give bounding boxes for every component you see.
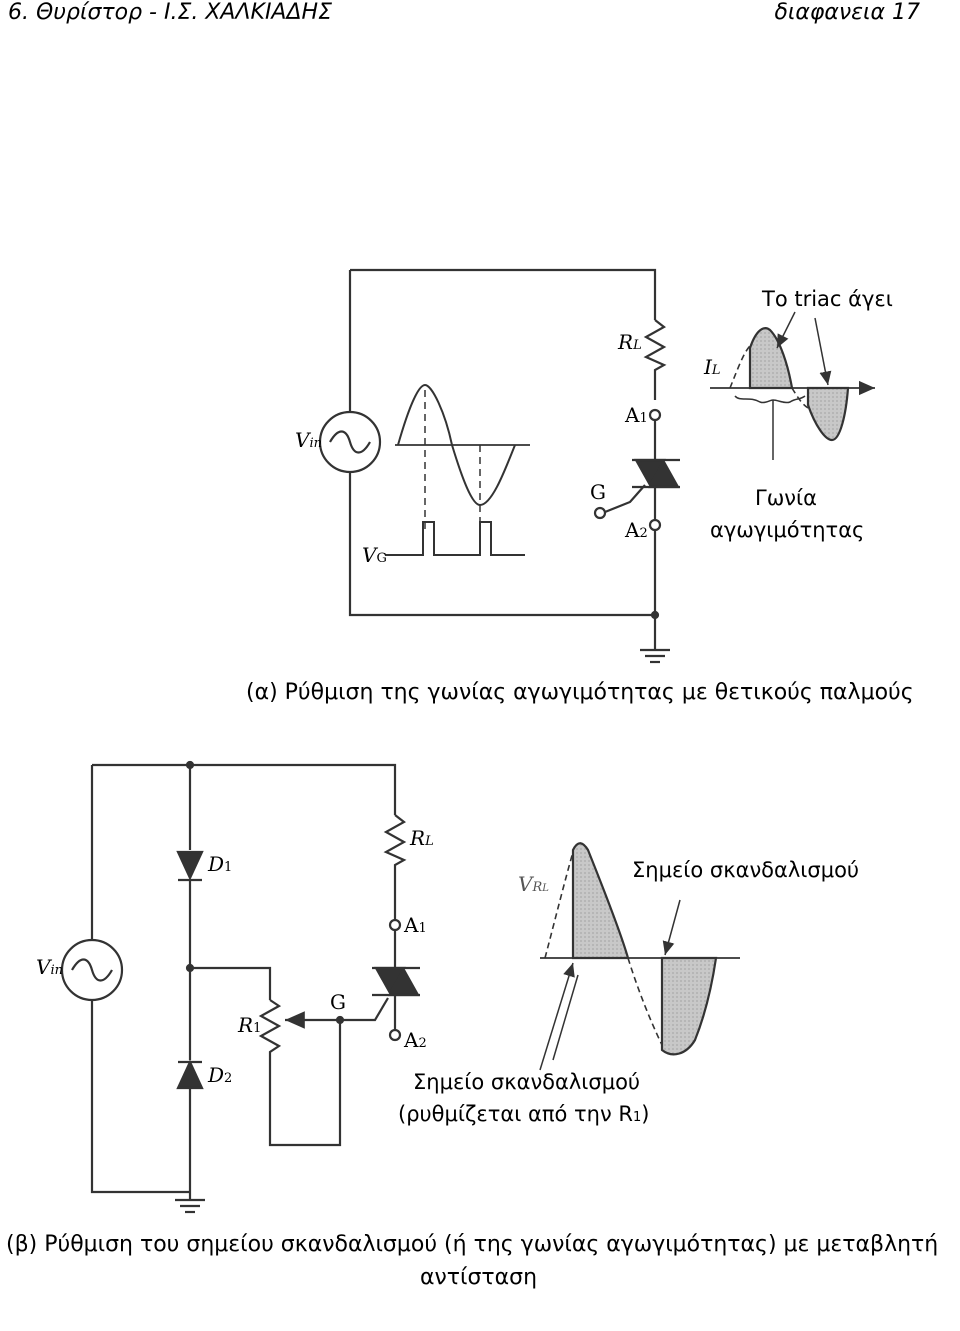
ac-wave-symbol-a <box>329 430 371 454</box>
label-d1: D1 <box>208 852 233 876</box>
annotation-angle-line2: αγωγιμότητας <box>710 518 865 542</box>
resistor-rl-a <box>643 319 667 400</box>
conduction-area-negative-a <box>806 386 850 442</box>
annotation-angle-line1: Γωνία <box>755 486 817 510</box>
caption-b-line1: (β) Ρύθμιση του σημείου σκανδαλισμού (ή … <box>6 1232 939 1257</box>
header-title: 6. Θυρίστορ - Ι.Σ. ΧΑΛΚΙΑΔΗΣ <box>8 0 332 25</box>
conduction-area-positive-b <box>571 842 630 960</box>
ac-source-b <box>60 938 124 1002</box>
slide-number: διαφανεια 17 <box>774 0 920 25</box>
label-rl-a: RL <box>618 330 642 354</box>
diode-d1 <box>176 850 204 881</box>
wire-top-a <box>350 268 657 320</box>
annotation-trigger-point-top: Σημείο σκανδαλισμού <box>632 858 860 882</box>
label-r1: R1 <box>238 1013 262 1037</box>
label-rl-b: RL <box>410 826 434 850</box>
gate-lead-a <box>604 484 646 514</box>
terminal-a1-a <box>648 408 662 422</box>
annotation-triac-conducts: Το triac άγει <box>762 287 893 311</box>
label-vrl-b: VRL <box>518 872 549 896</box>
diagram-a <box>318 268 875 664</box>
ground-symbol-b <box>175 1198 205 1214</box>
label-a2-a: A2 <box>625 518 648 542</box>
ac-source-a <box>318 410 382 474</box>
terminal-a1-b <box>388 918 402 932</box>
terminal-g-a <box>593 506 607 520</box>
gate-lead-b <box>340 997 389 1022</box>
label-g-a: G <box>590 480 606 504</box>
terminal-a2-a <box>648 518 662 532</box>
label-g-b: G <box>330 990 346 1014</box>
label-vin-b: Vin <box>36 955 63 979</box>
conduction-area-negative-b <box>660 956 718 1056</box>
potentiometer-r1 <box>258 999 342 1147</box>
label-vg-a: VG <box>362 543 387 567</box>
caption-a: (α) Ρύθμιση της γωνίας αγωγιμότητας με θ… <box>246 680 914 705</box>
wire-bottom-a <box>348 472 655 617</box>
terminal-a2-b <box>388 1028 402 1042</box>
label-d2: D2 <box>208 1063 233 1087</box>
label-il-a: IL <box>704 355 721 379</box>
wire-top-b <box>92 763 397 815</box>
annotation-trigger-point-bottom-line1: Σημείο σκανδαλισμού <box>413 1070 641 1094</box>
caption-b-line2: αντίσταση <box>420 1265 538 1290</box>
ground-symbol-a <box>640 648 670 664</box>
label-a1-a: A1 <box>625 403 648 427</box>
label-vin-a: Vin <box>295 428 322 452</box>
conduction-area-positive-a <box>748 327 794 390</box>
gate-pulses-a <box>385 521 525 556</box>
angle-brace-a <box>734 395 806 404</box>
resistor-rl-b <box>383 814 407 920</box>
label-a2-b: A2 <box>404 1028 427 1052</box>
diode-d2 <box>176 1059 204 1090</box>
diagram-b <box>60 760 740 1214</box>
sine-wave-vin-a <box>397 383 516 507</box>
annotation-trigger-point-bottom-line2: (ρυθμίζεται από την R1) <box>398 1102 650 1126</box>
label-a1-b: A1 <box>404 913 427 937</box>
